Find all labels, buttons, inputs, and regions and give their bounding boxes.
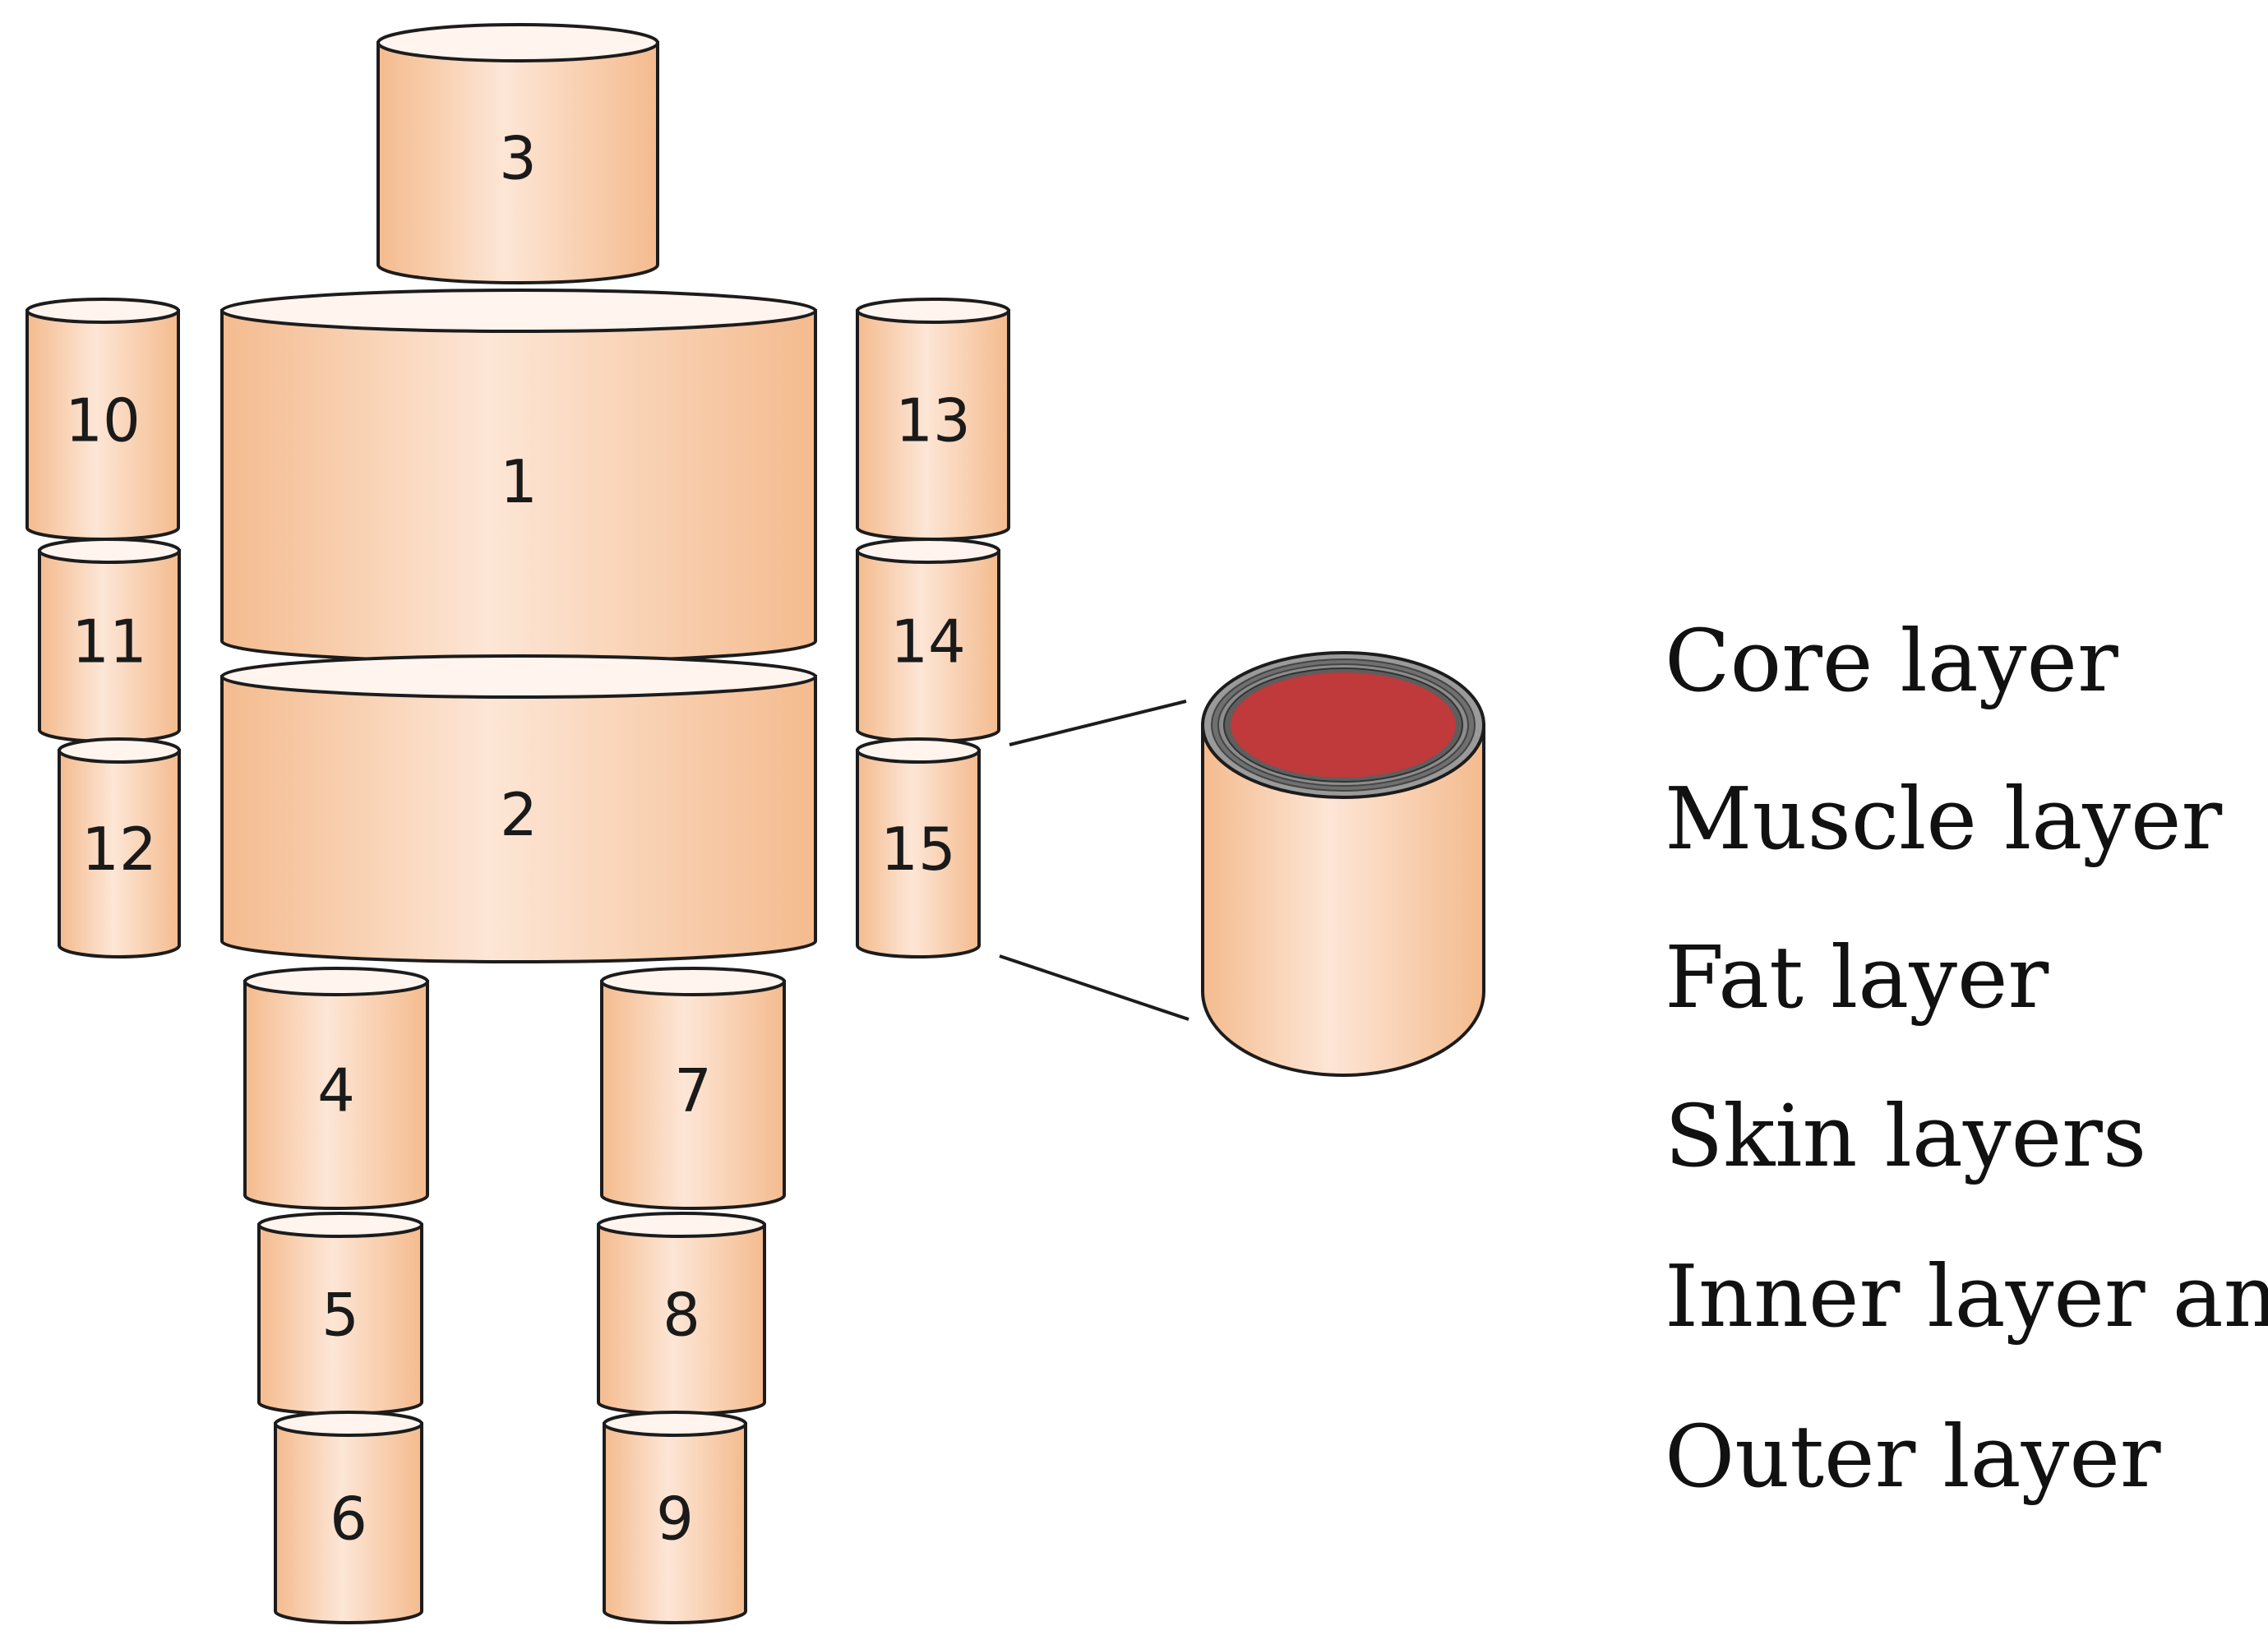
segment-11-top [38, 538, 181, 564]
segment-11-label: 11 [72, 607, 147, 677]
segment-13-top [856, 298, 1010, 324]
body-segment-1: 1 [220, 289, 817, 663]
segment-2-label: 2 [500, 780, 538, 849]
segment-4-body [243, 980, 429, 1210]
segment-6-body [274, 1422, 423, 1624]
segment-14-label: 14 [890, 607, 966, 677]
segment-9-label: 9 [656, 1485, 694, 1554]
body-segment-15: 15 [856, 737, 981, 958]
segment-6-top [274, 1411, 423, 1437]
core-layer [1231, 672, 1456, 778]
body-segment-12: 12 [58, 737, 181, 958]
segment-10-top [25, 298, 180, 324]
segment-1-top [220, 289, 817, 333]
segment-5-label: 5 [321, 1281, 359, 1350]
segment-3-top [376, 23, 659, 62]
legend-inner-layer: Inner layer and [1665, 1246, 2268, 1346]
segment-10-label: 10 [65, 386, 141, 455]
segment-3-label: 3 [499, 124, 537, 193]
layer-legend: Core layer Muscle layer Fat layer Skin l… [1665, 611, 2268, 1507]
body-segment-3: 3 [376, 23, 659, 284]
segment-14-top [856, 538, 1000, 564]
body-segment-7: 7 [600, 967, 786, 1210]
callout-line-top [1009, 700, 1187, 746]
magnified-segment-cross-section [1201, 651, 1485, 1077]
segment-12-top [58, 737, 181, 764]
callout-line-bottom [999, 954, 1189, 1021]
segment-13-label: 13 [895, 386, 971, 455]
body-segment-8: 8 [597, 1212, 766, 1416]
segment-6-label: 6 [330, 1485, 367, 1554]
segment-7-label: 7 [674, 1056, 712, 1125]
body-segment-13: 13 [856, 298, 1010, 541]
body-segment-2: 2 [220, 654, 817, 963]
segment-15-label: 15 [880, 815, 956, 884]
segment-12-label: 12 [81, 815, 157, 884]
legend-core-layer: Core layer [1665, 611, 2118, 711]
segment-4-top [243, 967, 429, 996]
segment-2-body [220, 675, 817, 963]
segment-12-body [58, 749, 181, 958]
segment-3-body [376, 41, 659, 284]
legend-skin-layers: Skin layers [1665, 1086, 2146, 1186]
body-segment-6: 6 [274, 1411, 423, 1624]
callout-lines [999, 700, 1189, 1021]
segment-7-top [600, 967, 786, 996]
segment-7-body [600, 980, 786, 1210]
body-segment-4: 4 [243, 967, 429, 1210]
body-segment-14: 14 [856, 538, 1000, 743]
legend-muscle-layer: Muscle layer [1665, 769, 2223, 869]
segment-2-top [220, 654, 817, 699]
segment-9-top [603, 1411, 747, 1437]
body-segment-9: 9 [603, 1411, 747, 1624]
legend-fat-layer: Fat layer [1665, 927, 2049, 1028]
segment-4-label: 4 [317, 1056, 355, 1125]
body-segment-11: 11 [38, 538, 181, 743]
segment-1-label: 1 [500, 447, 538, 516]
segment-9-body [603, 1422, 747, 1624]
segment-15-top [856, 737, 981, 764]
body-segment-5: 5 [257, 1212, 423, 1416]
body-segment-10: 10 [25, 298, 180, 541]
legend-outer-layer: Outer layer [1665, 1406, 2161, 1507]
segment-8-label: 8 [663, 1281, 700, 1350]
segment-15-body [856, 749, 981, 958]
segment-5-top [257, 1212, 423, 1238]
magnified-cylinder-body [1201, 723, 1485, 1077]
segment-8-top [597, 1212, 766, 1238]
